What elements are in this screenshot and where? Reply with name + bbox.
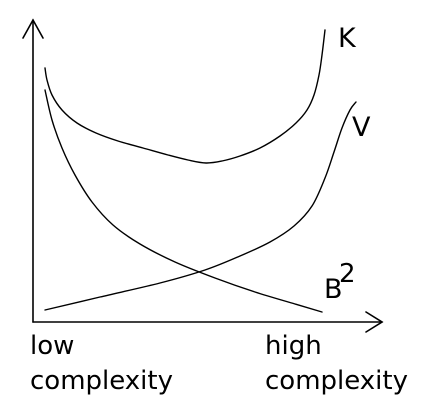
x-tick-label-low-complexity: complexity [30,366,173,396]
series-line-v [44,101,357,311]
x-tick-label-high: high [265,331,322,361]
series-line-b-squared [44,89,323,313]
x-tick-label-high-complexity: complexity [265,366,408,396]
x-axis-arrowhead [365,311,384,333]
series-line-k [44,29,326,164]
series-label-b: B [324,274,343,305]
x-tick-label-low: low [30,331,74,361]
series-label-b-superscript: 2 [339,259,356,289]
y-axis-arrowhead [22,18,44,39]
series-label-k: K [338,23,357,54]
series-label-v: V [352,112,371,143]
